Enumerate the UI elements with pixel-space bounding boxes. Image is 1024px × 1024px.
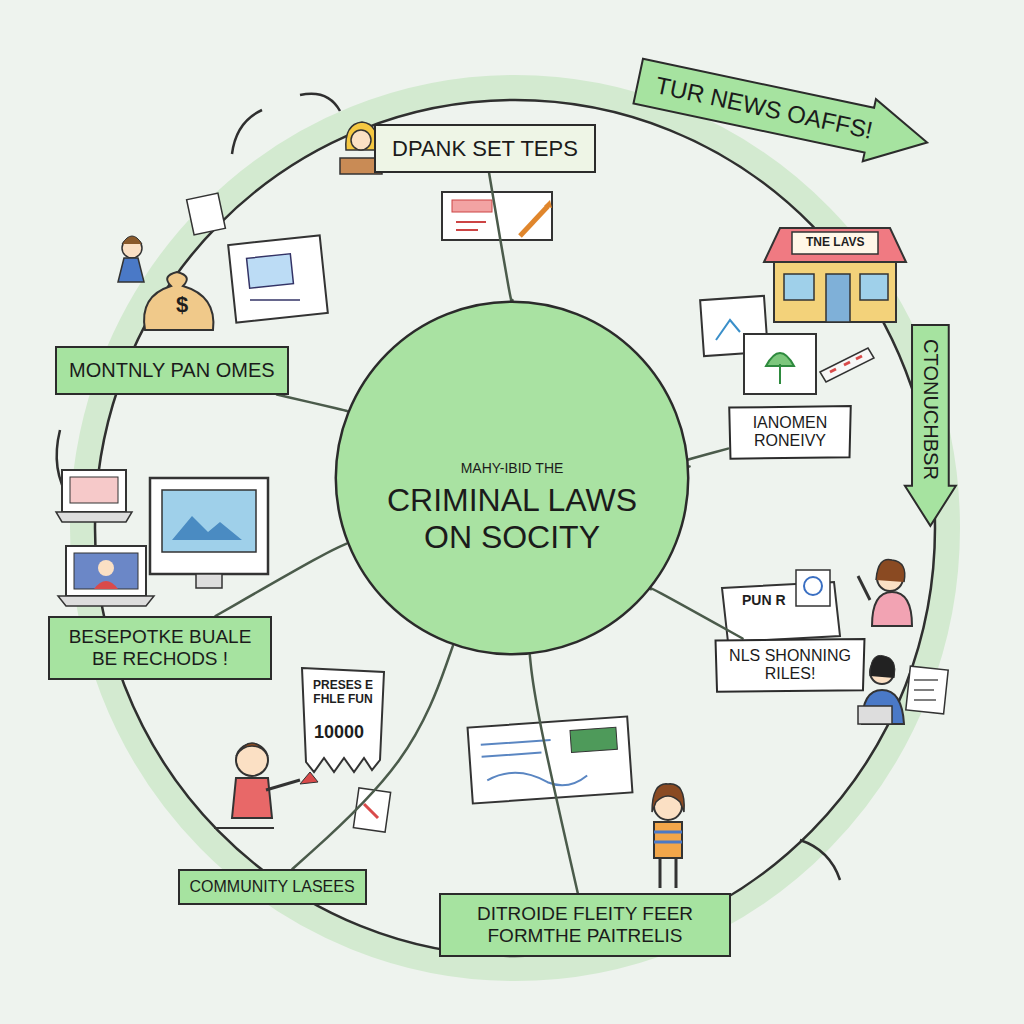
branch-connector (215, 544, 346, 616)
node-text: MONTNLY PAN OMES (69, 359, 275, 382)
paper-note: NLS SHONNING RILES! (714, 639, 866, 692)
money-symbol: $ (176, 292, 188, 317)
node-text: IANOMEN RONEIVY (736, 414, 844, 451)
node-text: DITROIDE FLEITY FEER FORMTHE PAITRELIS (451, 903, 719, 947)
receipt-amount: 10000 (314, 722, 364, 743)
node-heading: MAHY-IBID THE (334, 460, 690, 476)
node-text: NLS SHONNING RILES! (722, 647, 858, 684)
arrow-shape (631, 50, 933, 174)
branch-connector (292, 646, 453, 869)
topic-box: DPANK SET TEPS (374, 124, 596, 173)
node-text: CTONUCHBSR (918, 339, 941, 480)
topic-box: DITROIDE FLEITY FEER FORMTHE PAITRELIS (439, 893, 731, 957)
banner-arrow: TUR NEWS OAFFS! (631, 50, 933, 174)
shop-sign-text: TNE LAVS (806, 236, 864, 250)
branch-connector (649, 587, 743, 638)
branch-connector (530, 655, 578, 893)
topic-box: COMMUNITY LASEES (178, 869, 367, 905)
circle-fill (336, 302, 688, 654)
vertical-arrow: CTONUCHBSR (904, 325, 955, 526)
node-text: DPANK SET TEPS (392, 136, 578, 161)
topic-box: BESEPOTKE BUALE BE RECHODS ! (48, 616, 272, 680)
node-text: BESEPOTKE BUALE BE RECHODS ! (58, 626, 262, 670)
circle-outline (334, 300, 690, 656)
central-topic-circle: MAHY-IBID THE CRIMINAL LAWS ON SOCITY (334, 300, 690, 656)
node-text: COMMUNITY LASEES (190, 878, 355, 896)
paper-note: IANOMEN RONEIVY (728, 406, 852, 459)
receipt-text: PRESES E FHLE FUN (308, 679, 378, 707)
branch-connector (489, 173, 512, 304)
topic-box: MONTNLY PAN OMES (55, 346, 289, 395)
arrow-shape (904, 325, 955, 526)
paper-shape (716, 639, 865, 692)
node-text: CRIMINAL LAWS ON SOCITY (362, 482, 662, 556)
paper-shape (729, 406, 851, 459)
branch-connector (277, 395, 347, 412)
paper-text: PUN R (742, 592, 786, 608)
